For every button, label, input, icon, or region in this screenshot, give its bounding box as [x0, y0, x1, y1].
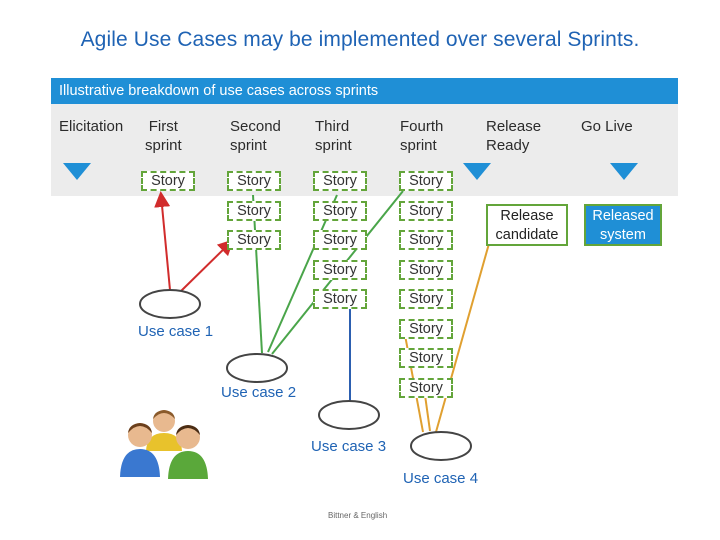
- story-card: Story: [313, 171, 367, 191]
- phase-line1: Second: [230, 118, 281, 135]
- story-card: Story: [227, 171, 281, 191]
- live-line2: system: [600, 227, 646, 243]
- phase-marker-go-live: [610, 163, 638, 180]
- story-card: Story: [313, 230, 367, 250]
- phase-first-sprint: First sprint: [145, 117, 182, 155]
- phase-go-live: Go Live: [581, 117, 633, 136]
- story-card: Story: [313, 289, 367, 309]
- diagram-banner: Illustrative breakdown of use cases acro…: [51, 78, 678, 104]
- phase-line2: Go Live: [581, 118, 633, 135]
- phase-second-sprint: Second sprint: [230, 117, 281, 155]
- footer-credit: Bittner & English: [328, 511, 388, 520]
- use-case-4-ellipse: [410, 431, 472, 461]
- phase-line1: First: [148, 118, 178, 135]
- released-system-box: Released system: [584, 204, 662, 246]
- live-line1: Released: [592, 208, 654, 224]
- phase-line2: Elicitation: [59, 118, 124, 135]
- use-case-1-ellipse: [139, 289, 201, 319]
- story-card: Story: [399, 260, 453, 280]
- phase-marker-elicitation: [63, 163, 91, 180]
- phase-line2: sprint: [315, 137, 352, 154]
- story-card: Story: [313, 201, 367, 221]
- release-line1: Release: [500, 208, 554, 224]
- people-group-icon: [120, 410, 208, 479]
- phase-line2: Ready: [486, 137, 530, 154]
- phase-line1: Release: [486, 118, 542, 135]
- use-case-2-ellipse: [226, 353, 288, 383]
- phase-elicitation: Elicitation: [59, 117, 123, 136]
- release-candidate-box: Release candidate: [486, 204, 568, 246]
- phase-third-sprint: Third sprint: [315, 117, 352, 155]
- page-title: Agile Use Cases may be implemented over …: [80, 28, 640, 51]
- use-case-3-label: Use case 3: [311, 438, 387, 455]
- use-case-4-label: Use case 4: [403, 470, 479, 487]
- story-card: Story: [399, 378, 453, 398]
- use-case-1-links: [154, 191, 234, 293]
- story-card: Story: [399, 201, 453, 221]
- story-card: Story: [227, 201, 281, 221]
- story-card: Story: [399, 348, 453, 368]
- story-card: Story: [313, 260, 367, 280]
- phase-fourth-sprint: Fourth sprint: [400, 117, 443, 155]
- story-card: Story: [399, 171, 453, 191]
- story-card: Story: [399, 319, 453, 339]
- story-card: Story: [227, 230, 281, 250]
- phase-line1: Fourth: [400, 118, 444, 135]
- story-card: Story: [399, 230, 453, 250]
- use-case-1-label: Use case 1: [138, 323, 214, 340]
- phase-line2: sprint: [145, 137, 182, 154]
- release-line2: candidate: [495, 227, 559, 243]
- use-case-2-label: Use case 2: [221, 384, 297, 401]
- phase-release-ready: Release Ready: [486, 117, 541, 155]
- story-card: Story: [399, 289, 453, 309]
- use-case-3-ellipse: [318, 400, 380, 430]
- phase-line1: Third: [315, 118, 350, 135]
- phase-line2: sprint: [400, 137, 437, 154]
- phase-marker-release: [463, 163, 491, 180]
- phase-line2: sprint: [230, 137, 267, 154]
- story-card: Story: [141, 171, 195, 191]
